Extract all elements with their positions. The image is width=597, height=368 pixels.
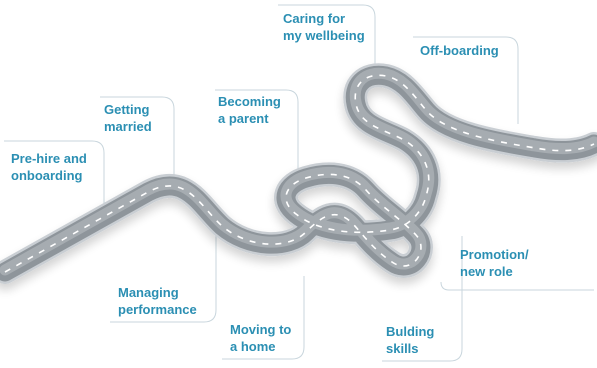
road [0,63,597,284]
milestone-label-becoming-parent: Becoming a parent [218,94,281,126]
leader-off-boarding [413,36,519,124]
leader-becoming-parent [215,89,299,182]
milestone-label-pre-hire: Pre-hire and onboarding [11,151,87,183]
leader-promotion [440,281,594,291]
milestone-label-building-skills: Bulding skills [386,324,435,356]
milestone-label-getting-married: Getting married [104,102,152,134]
leader-building-skills [382,236,463,362]
milestone-label-caring-wellbeing: Caring for my wellbeing [283,11,365,43]
leader-lines [4,4,594,362]
leader-moving-home [222,276,305,360]
milestone-label-promotion: Promotion/ new role [460,247,529,279]
leader-caring-wellbeing [278,4,376,68]
milestone-label-managing-performance: Managing performance [118,285,197,317]
milestone-label-off-boarding: Off-boarding [420,43,499,58]
milestone-label-moving-home: Moving to a home [230,322,292,354]
leader-managing-performance [110,208,217,323]
leader-pre-hire [4,140,105,226]
leader-getting-married [100,96,175,192]
